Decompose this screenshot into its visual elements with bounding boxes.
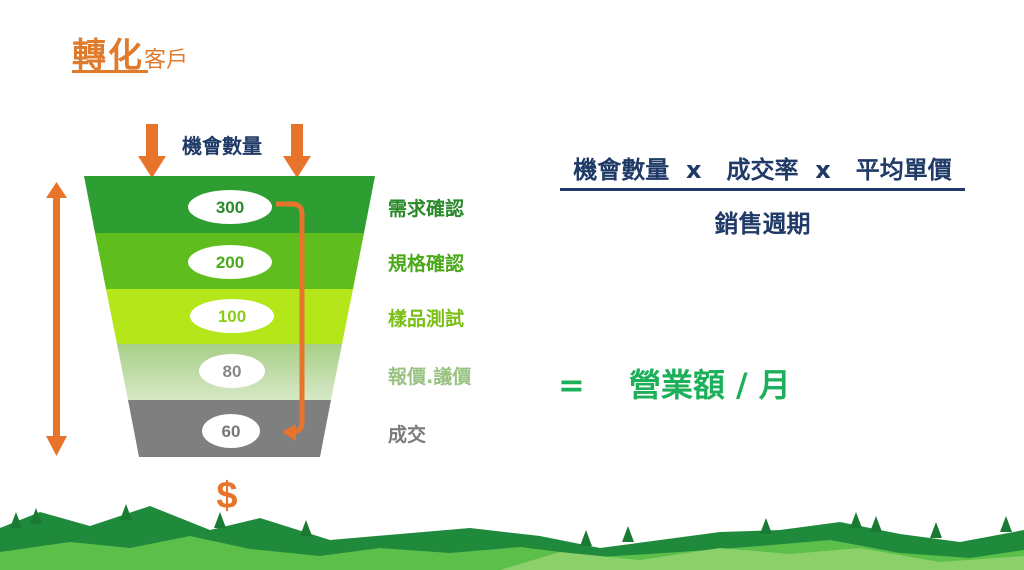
- stage-label-4: 報價.議價: [388, 366, 472, 388]
- stage-value-1: 300: [216, 198, 244, 217]
- conversion-arrow: [276, 201, 305, 441]
- stage-value-5: 60: [222, 422, 241, 441]
- funnel-top-label: 機會數量: [182, 134, 262, 158]
- input-arrow-right: [283, 124, 311, 178]
- title-underline: [72, 70, 148, 73]
- title-sub: 客戶: [144, 48, 189, 73]
- stage-label-3: 樣品測試: [388, 308, 465, 330]
- dollar-icon: $: [216, 475, 237, 517]
- input-arrow-left: [138, 124, 166, 178]
- stage-oval-4: 80: [199, 354, 265, 388]
- formula-denominator: 銷售週期: [714, 210, 811, 238]
- stage-oval-2: 200: [188, 245, 272, 279]
- stage-value-2: 200: [216, 253, 244, 272]
- stage-oval-5: 60: [202, 414, 260, 448]
- formula-numerator: 機會數量 x 成交率 x 平均單價: [573, 156, 952, 184]
- mountain-landscape: [0, 504, 1024, 570]
- stage-value-4: 80: [223, 362, 242, 381]
- stage-label-5: 成交: [388, 424, 427, 446]
- double-arrow-vertical: [46, 182, 67, 456]
- result-text: 營業額 / 月: [628, 366, 791, 404]
- stage-oval-1: 300: [188, 190, 272, 224]
- stage-label-2: 規格確認: [388, 253, 465, 275]
- equals-sign: =: [558, 366, 585, 404]
- formula-fraction-line: [560, 188, 965, 191]
- stage-value-3: 100: [218, 307, 246, 326]
- slide-title: 轉化客戶: [72, 28, 188, 77]
- title-main: 轉化: [72, 36, 144, 76]
- formula-result: = 營業額 / 月: [558, 360, 791, 406]
- stage-oval-3: 100: [190, 299, 274, 333]
- stage-label-1: 需求確認: [388, 198, 465, 220]
